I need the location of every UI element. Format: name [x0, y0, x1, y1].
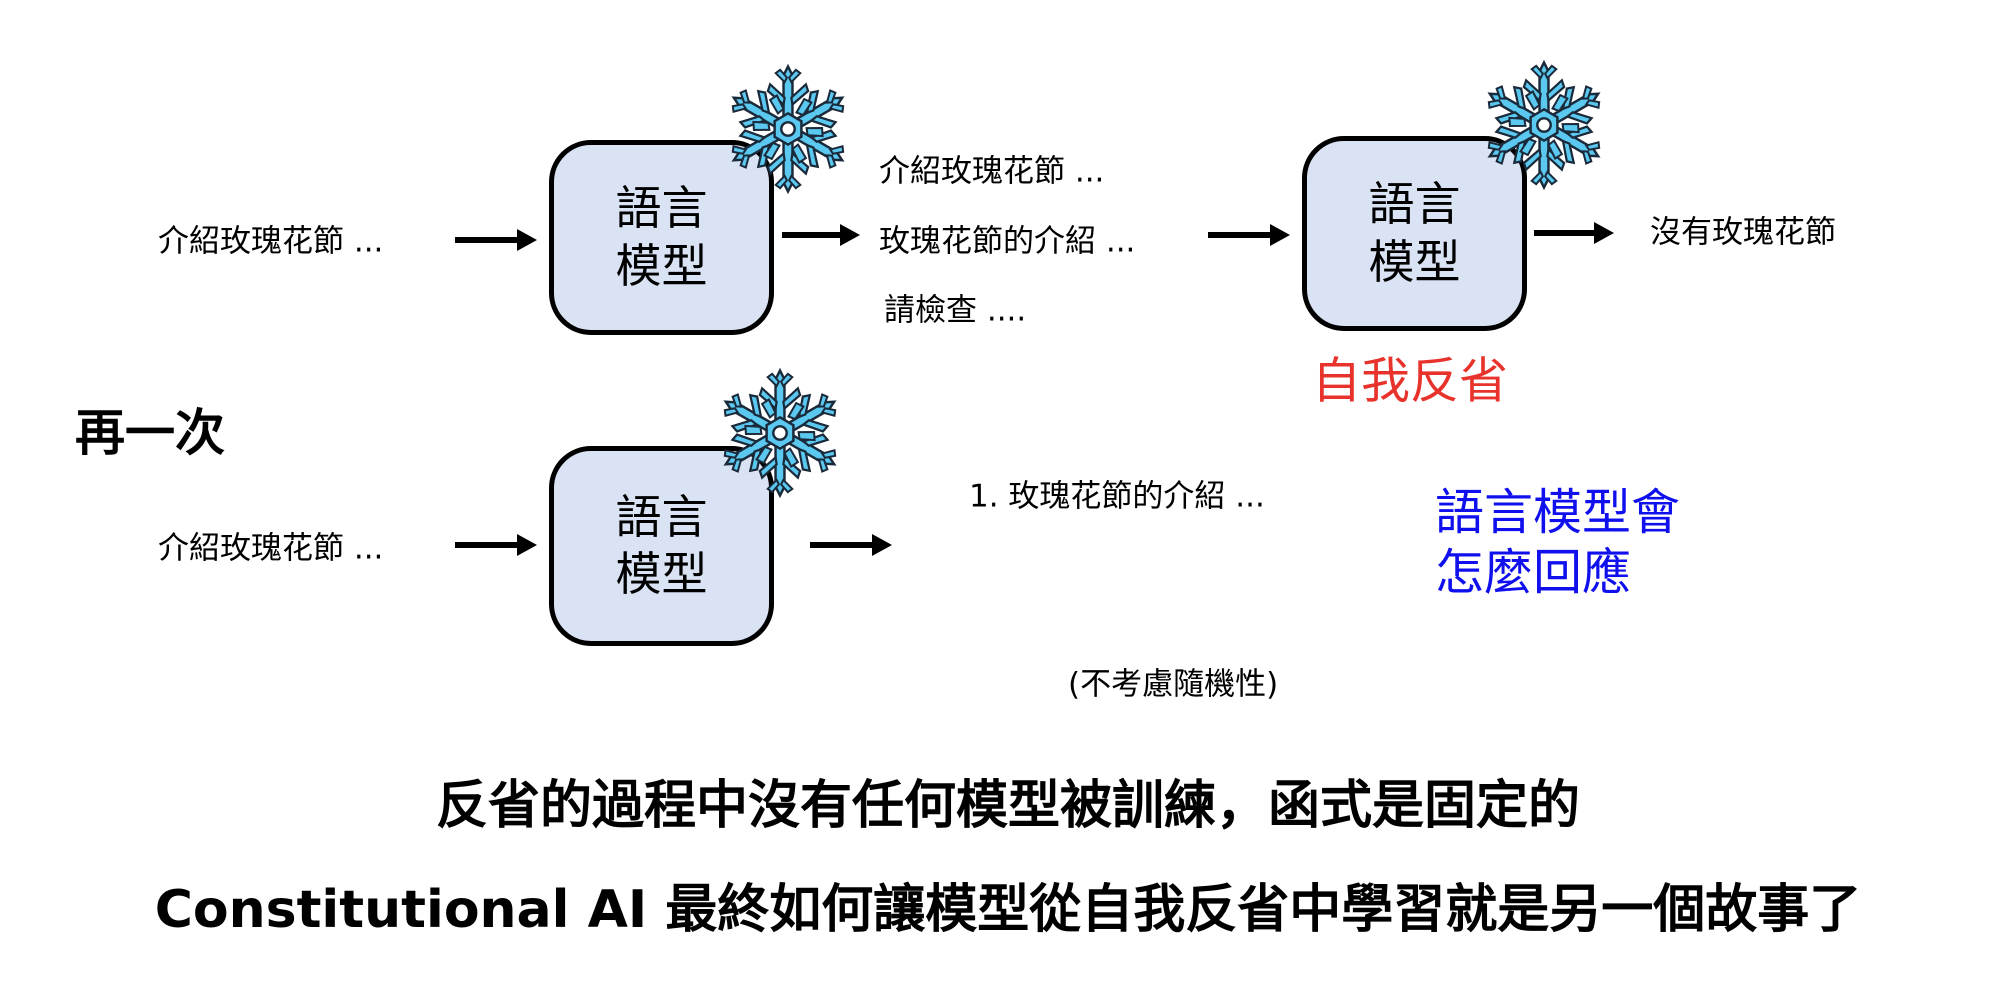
snowflake-icon [731, 63, 845, 195]
question-text: 語言模型會 怎麼回應 [1435, 483, 1680, 603]
footer-line-1: 反省的過程中沒有任何模型被訓練，函式是固定的 [435, 776, 1580, 836]
final-output-text: 沒有玫瑰花節 [1650, 214, 1836, 251]
output-text-3: 請檢查 .... [884, 292, 1027, 329]
box-label: 語言 [615, 489, 708, 544]
language-model-box-3: 語言 模型 [549, 446, 774, 646]
row1-input-text: 介紹玫瑰花節 ... [158, 223, 384, 260]
randomness-note: (不考慮隨機性) [1068, 666, 1279, 703]
language-model-box-2: 語言 模型 [1302, 136, 1527, 331]
question-line: 語言模型會 [1435, 484, 1681, 541]
output-text-2: 玫瑰花節的介紹 ... [879, 223, 1136, 260]
row2-output-text: 1. 玫瑰花節的介紹 ... [969, 478, 1265, 515]
box-label: 模型 [1368, 234, 1461, 289]
self-reflection-label: 自我反省 [1312, 352, 1509, 410]
snowflake-icon [1487, 59, 1601, 191]
row2-input-text: 介紹玫瑰花節 ... [158, 530, 384, 567]
box-label: 模型 [615, 238, 708, 293]
snowflake-icon [723, 367, 837, 499]
again-label: 再一次 [75, 404, 225, 462]
box-label: 語言 [1368, 177, 1461, 231]
output-text-1: 介紹玫瑰花節 ... [879, 153, 1105, 190]
question-line: 怎麼回應 [1435, 543, 1632, 601]
box-label: 語言 [615, 181, 708, 235]
box-label: 模型 [615, 547, 708, 601]
language-model-box-1: 語言 模型 [549, 140, 774, 335]
footer-line-2: Constitutional AI 最終如何讓模型從自我反省中學習就是另一個故事… [154, 880, 1862, 940]
